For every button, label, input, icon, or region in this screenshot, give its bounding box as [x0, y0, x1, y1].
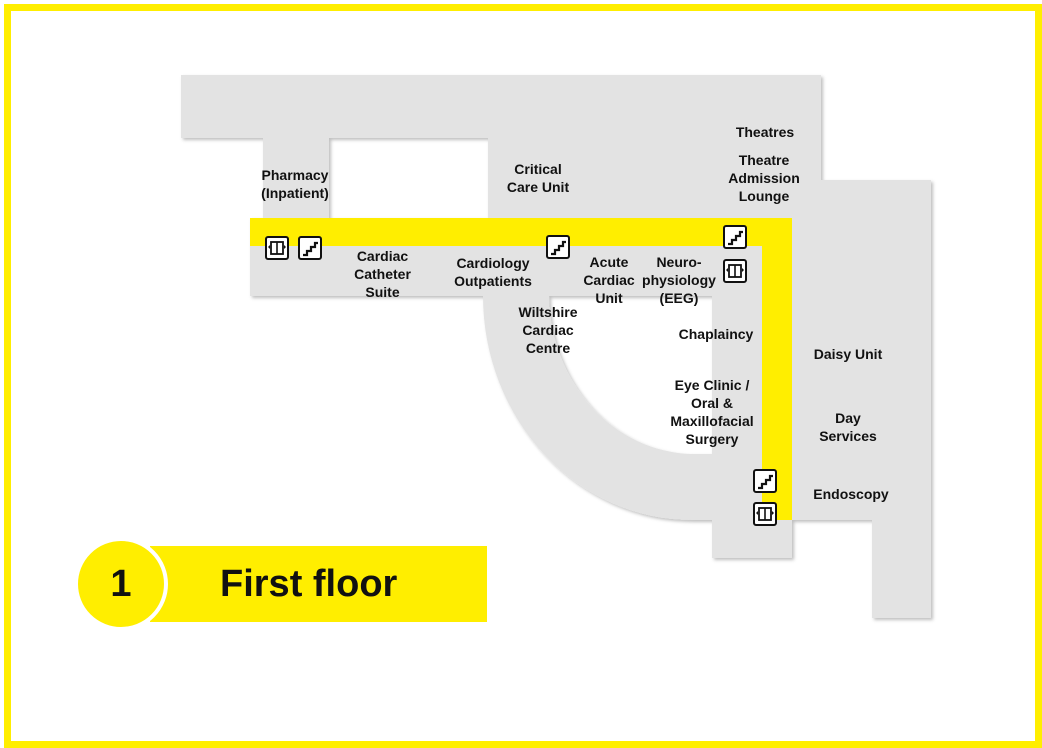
label-wiltshire-cardiac: Wiltshire Cardiac Centre	[518, 304, 578, 356]
lift-icon	[753, 502, 777, 526]
label-chaplaincy: Chaplaincy	[678, 326, 754, 342]
label-eye-clinic: Eye Clinic / Oral & Maxillofacial Surger…	[670, 377, 754, 447]
label-neurophysiology: Neuro- physiology (EEG)	[642, 254, 716, 306]
floor-banner	[150, 546, 487, 622]
stairs-icon	[723, 225, 747, 249]
label-pharmacy: Pharmacy (Inpatient)	[261, 167, 329, 201]
curved-wing	[483, 296, 712, 520]
daisy-block	[792, 180, 931, 618]
stairs-icon	[546, 235, 570, 259]
label-cardiology-outpatients: Cardiology Outpatients	[454, 255, 532, 289]
critical-care-block	[488, 130, 821, 222]
label-theatre-admission-lounge: Theatre Admission Lounge	[728, 152, 800, 204]
label-cardiac-catheter: Cardiac Catheter Suite	[354, 248, 411, 300]
floor-number: 1	[110, 563, 132, 605]
stairs-icon	[753, 469, 777, 493]
label-acute-cardiac: Acute Cardiac Unit	[583, 254, 635, 306]
label-endoscopy: Endoscopy	[813, 486, 889, 502]
stairs-icon	[298, 236, 322, 260]
lift-icon	[723, 259, 747, 283]
label-daisy-unit: Daisy Unit	[813, 346, 883, 362]
label-theatres: Theatres	[735, 124, 795, 140]
label-day-services: Day Services	[819, 410, 877, 444]
floor-number-badge	[74, 537, 168, 631]
floor-name: First floor	[220, 563, 398, 605]
label-critical-care: Critical Care Unit	[506, 161, 570, 195]
lift-icon	[265, 236, 289, 260]
top-wing	[181, 75, 821, 138]
pharmacy-stem	[263, 130, 329, 222]
